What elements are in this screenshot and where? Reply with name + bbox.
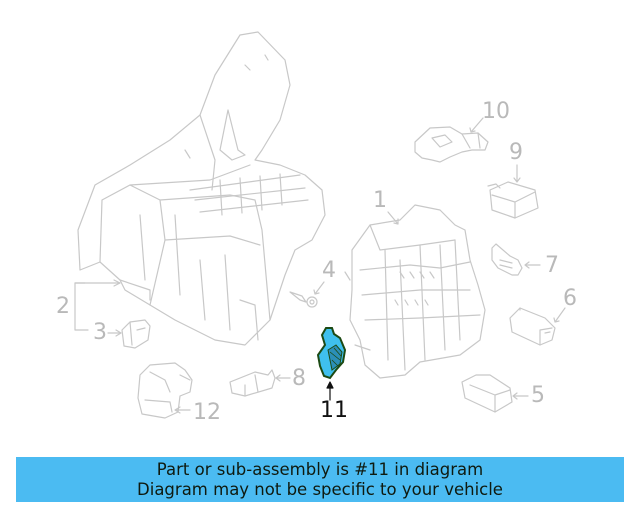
part-9-relay-drawing bbox=[487, 181, 539, 219]
part-1-fusebox-drawing bbox=[344, 204, 486, 379]
part-10-relay-bracket-drawing bbox=[414, 126, 489, 163]
callout-12: 12 bbox=[193, 400, 221, 425]
callout-1: 1 bbox=[373, 188, 387, 213]
part-12-bracket-drawing bbox=[137, 362, 193, 419]
callout-10: 10 bbox=[482, 99, 510, 124]
part-4-bolt-drawing bbox=[289, 291, 318, 308]
part-2-housing-drawing bbox=[77, 31, 326, 346]
callout-11-highlighted: 11 bbox=[320, 398, 348, 423]
callout-9: 9 bbox=[509, 140, 523, 165]
callout-5: 5 bbox=[531, 383, 545, 408]
part-5-relay-drawing bbox=[461, 374, 513, 413]
part-3-clip-drawing bbox=[121, 319, 151, 349]
callout-4: 4 bbox=[322, 258, 336, 283]
callout-7: 7 bbox=[545, 253, 559, 278]
banner-line-part-number: Part or sub-assembly is #11 in diagram bbox=[156, 459, 484, 479]
part-7-fuse-drawing bbox=[491, 243, 523, 276]
callout-2: 2 bbox=[56, 294, 70, 319]
part-6-relay-drawing bbox=[509, 307, 556, 346]
callout-8: 8 bbox=[292, 366, 306, 391]
part-8-connector-drawing bbox=[229, 369, 276, 397]
parts-diagram: 1 2 3 4 5 6 7 8 9 10 11 12 bbox=[56, 31, 577, 425]
diagram-drawing bbox=[74, 31, 566, 419]
callout-3: 3 bbox=[93, 320, 107, 345]
callout-6: 6 bbox=[563, 286, 577, 311]
banner-line-disclaimer: Diagram may not be specific to your vehi… bbox=[137, 479, 503, 499]
info-banner: Part or sub-assembly is #11 in diagram D… bbox=[16, 457, 624, 502]
part-11-highlighted-drawing bbox=[316, 327, 347, 380]
